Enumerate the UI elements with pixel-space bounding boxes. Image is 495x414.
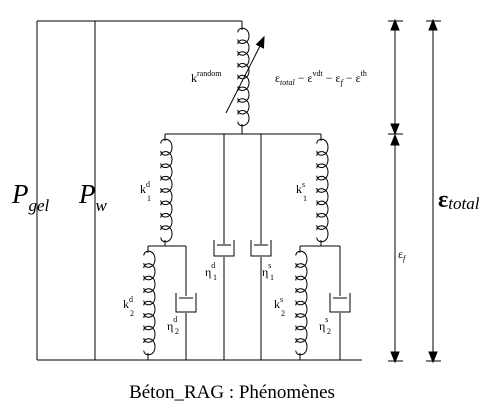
k1d-label: kd [140, 180, 150, 196]
dashpot-eta2d [175, 293, 197, 313]
p-gel-label: Pgel [11, 179, 50, 215]
eps-total-label: εtotal [438, 187, 480, 213]
k2d-sub: 2 [130, 309, 134, 318]
eta1s-label: ηs [262, 261, 271, 279]
spring-k1d [160, 138, 173, 243]
arrow-head [255, 35, 265, 49]
eps-f-arrow-bottom [390, 351, 400, 364]
dashpot-eta2s [329, 293, 351, 313]
k1d-sub: 1 [147, 194, 151, 203]
eta2d-sub: 2 [175, 327, 179, 336]
frame-lines [36, 20, 362, 361]
k2s-sub: 2 [281, 309, 285, 318]
spring-k1s [316, 138, 329, 243]
p-w-label: Pw [78, 179, 108, 215]
dashpots [175, 240, 351, 313]
k1s-sub: 1 [303, 194, 307, 203]
k2s-label: ks [274, 295, 283, 311]
variable-stiffness-arrow [225, 35, 265, 114]
dimension-arrows [388, 18, 441, 364]
eps-total-arrow-bottom [428, 351, 438, 364]
eta2d-label: ηd [167, 315, 177, 333]
dashpot-eta1s [250, 240, 272, 257]
spring-k2d [143, 250, 156, 356]
eps-total-arrow-top [428, 18, 438, 31]
spring-k2s [295, 250, 308, 356]
k2d-label: kd [123, 295, 133, 311]
arrow-shaft [225, 41, 263, 114]
dashpot-eta1d [213, 240, 235, 257]
springs [143, 27, 329, 356]
strain-equation: εtotal − εvdt − εf − εth [275, 69, 367, 87]
eta1d-sub: 1 [213, 273, 217, 282]
eps-f-label: εf [398, 247, 407, 263]
k1s-label: ks [296, 180, 305, 196]
eta2s-label: ηs [319, 315, 328, 333]
eta1s-sub: 1 [270, 273, 274, 282]
eps-f-arrow-top [390, 133, 400, 146]
upper-strain-arrow-top [390, 18, 400, 31]
diagram-caption: Béton_RAG : Phénomènes [129, 382, 335, 403]
eta2s-sub: 2 [327, 327, 331, 336]
random-spring [237, 27, 250, 127]
eta1d-label: ηd [205, 261, 215, 279]
k-random-label: krandom [191, 69, 222, 85]
upper-strain-arrow-bottom [390, 123, 400, 136]
